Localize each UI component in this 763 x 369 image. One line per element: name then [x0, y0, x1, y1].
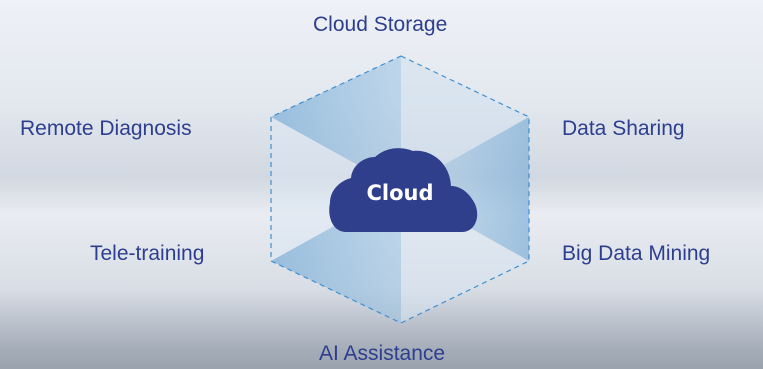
node-ai-assistance: AI Assistance	[319, 342, 446, 365]
node-big-data-mining: Big Data Mining	[562, 242, 711, 265]
cloud-icon	[329, 148, 478, 232]
center-label: Cloud	[366, 181, 434, 205]
node-data-sharing: Data Sharing	[562, 117, 685, 140]
node-remote-diagnosis: Remote Diagnosis	[20, 117, 192, 140]
node-tele-training: Tele-training	[90, 242, 205, 265]
hex-face-right	[401, 117, 529, 261]
node-cloud-storage: Cloud Storage	[313, 13, 448, 36]
hex-face-top-left	[271, 56, 401, 189]
